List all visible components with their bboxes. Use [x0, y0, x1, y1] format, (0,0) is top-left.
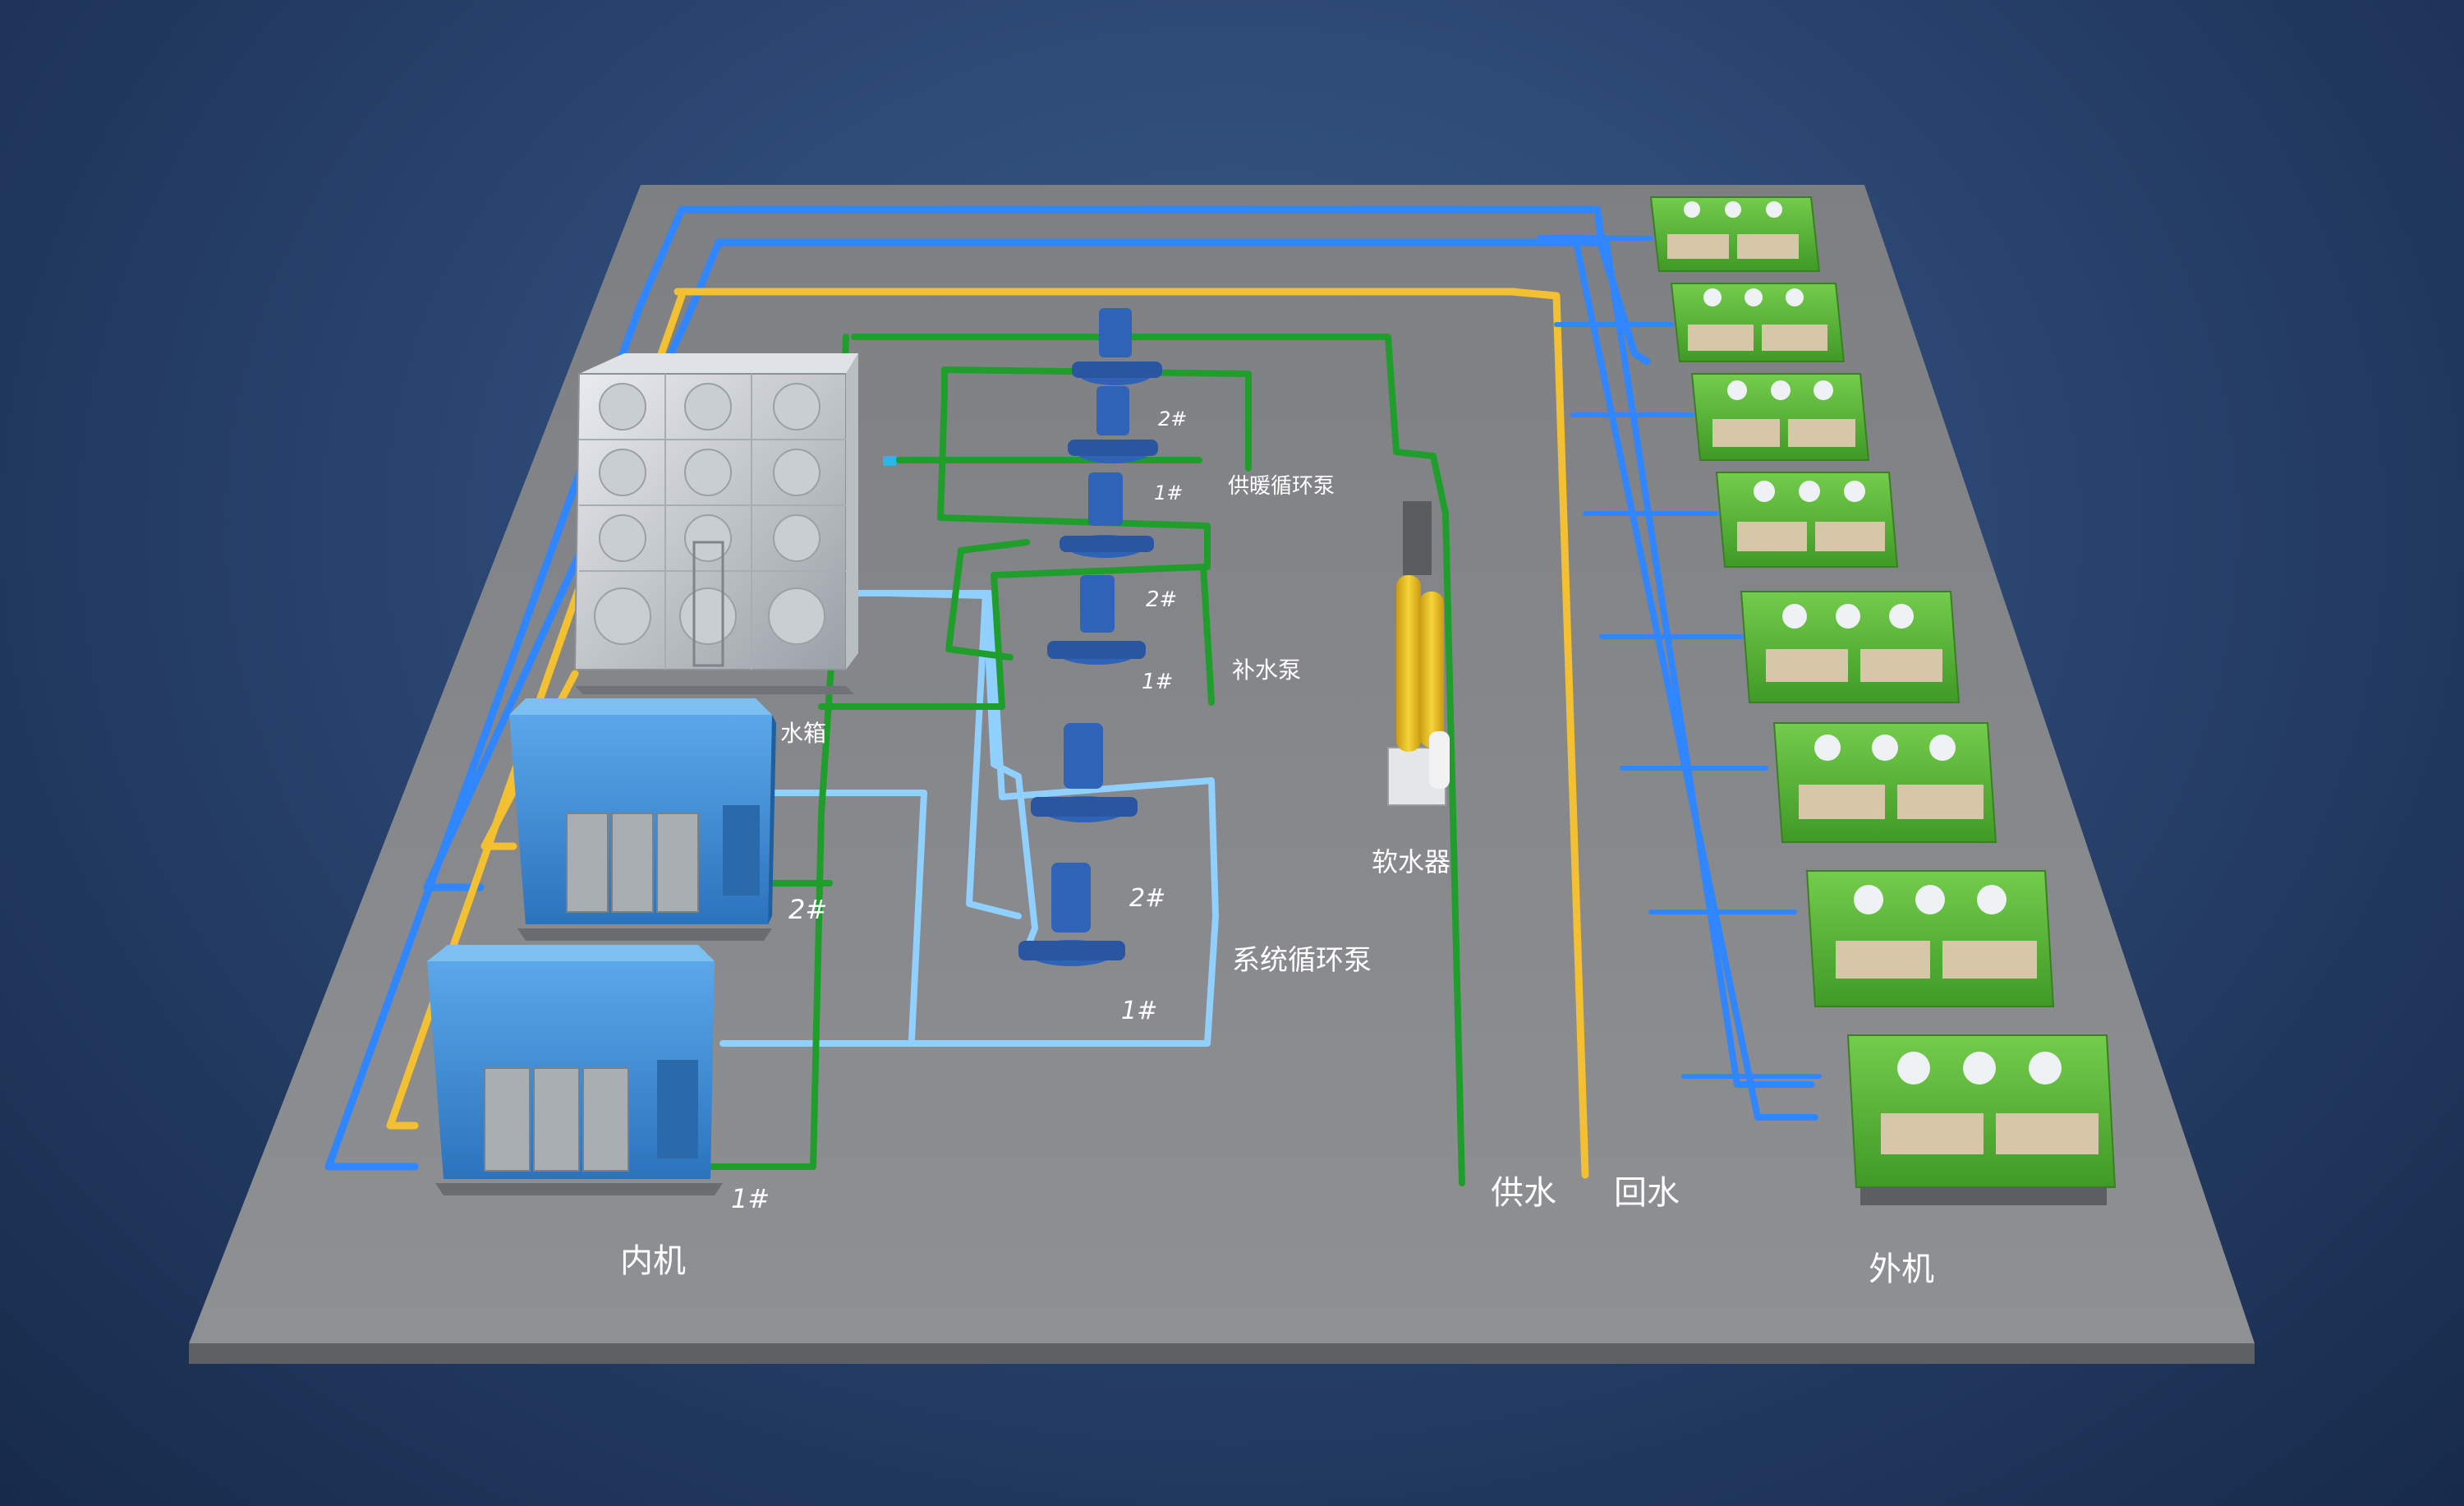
label-heating-pump: 供暖循环泵 [1228, 474, 1335, 499]
water-softener [1387, 501, 1450, 806]
heating-pump-2 [1072, 308, 1162, 385]
labels: 水箱 供暖循环泵 2# 1# 补水泵 2# 1# 软水器 系统循环泵 2# 1#… [620, 408, 1934, 1288]
outdoor-unit-3 [1690, 373, 1870, 461]
label-softener: 软水器 [1372, 846, 1450, 877]
outdoor-unit-4 [1715, 472, 1899, 568]
heating-pump-1 [1068, 386, 1158, 463]
label-water-tank: 水箱 [780, 720, 826, 747]
outdoor-unit-6 [1772, 722, 1997, 843]
light-blue-pipe [719, 590, 1219, 1047]
label-system-pump: 系统循环泵 [1232, 944, 1372, 977]
outdoor-unit-1 [1649, 196, 1821, 272]
outdoor-branches [1542, 236, 1822, 1079]
pipe-network [324, 205, 1822, 1186]
label-outdoor: 外机 [1869, 1250, 1934, 1288]
label-heating-pump-2: 2# [1158, 408, 1187, 431]
label-makeup-pump-1: 1# [1142, 670, 1173, 694]
tank-panels [579, 374, 846, 670]
indoor-unit-2 [509, 698, 776, 941]
indoor-unit-1 [427, 945, 723, 1195]
makeup-pump-1 [1047, 575, 1146, 665]
outdoor-unit-2 [1670, 283, 1846, 362]
makeup-pump-2 [1060, 472, 1154, 558]
system-pump-2 [1031, 723, 1138, 822]
outdoor-unit-8 [1846, 1034, 2117, 1205]
label-makeup-pump-2: 2# [1146, 587, 1177, 612]
label-makeup-pump: 补水泵 [1232, 656, 1301, 684]
label-system-pump-2: 2# [1129, 884, 1165, 913]
label-heating-pump-1: 1# [1154, 481, 1183, 504]
label-return: 回水 [1614, 1174, 1680, 1212]
pump-group [1018, 308, 1162, 966]
system-pump-1 [1018, 863, 1125, 966]
label-supply: 供水 [1491, 1174, 1556, 1212]
label-system-pump-1: 1# [1121, 997, 1157, 1025]
label-indoor: 内机 [620, 1242, 686, 1280]
water-tank [573, 353, 896, 694]
label-indoor-unit-1: 1# [731, 1183, 770, 1214]
outdoor-units [1649, 196, 2117, 1205]
outdoor-unit-7 [1805, 870, 2055, 1007]
outdoor-unit-5 [1740, 591, 1961, 703]
label-indoor-unit-2: 2# [788, 894, 827, 925]
